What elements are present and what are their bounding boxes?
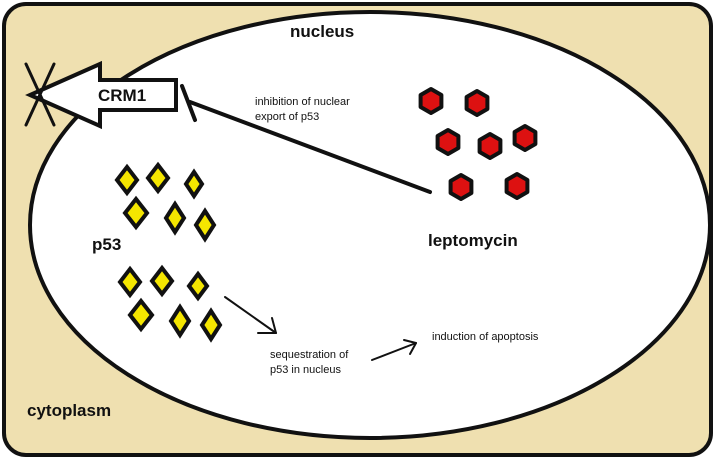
sequestration-label-line1: sequestration of (270, 349, 349, 361)
p53-molecule (183, 168, 205, 200)
p53-label: p53 (92, 235, 121, 254)
p53-molecule (114, 163, 140, 197)
crm1-arrow (25, 60, 178, 130)
p53-molecules (114, 161, 223, 343)
p53-molecule (117, 265, 143, 299)
leptomycin-molecules (418, 87, 538, 201)
p53-molecule (127, 297, 155, 333)
inhibition-label-line2: export of p53 (255, 111, 319, 123)
apoptosis-arrow (371, 339, 417, 361)
nucleus-label: nucleus (290, 22, 354, 41)
apoptosis-label: induction of apoptosis (432, 331, 539, 343)
block-x-icon (24, 62, 56, 127)
p53-molecule (149, 264, 175, 298)
leptomycin-label: leptomycin (428, 231, 518, 250)
p53-molecule (199, 307, 223, 343)
sequestration-arrow (224, 296, 277, 334)
sequestration-label-line2: p53 in nucleus (270, 364, 341, 376)
leptomycin-molecule (464, 89, 490, 117)
p53-molecule (186, 270, 210, 302)
p53-molecule (193, 207, 217, 243)
leptomycin-molecule (435, 128, 461, 156)
leptomycin-molecule (477, 132, 503, 160)
leptomycin-molecule (448, 173, 474, 201)
p53-molecule (163, 200, 187, 236)
leptomycin-molecule (504, 172, 530, 200)
inhibition-line (188, 100, 432, 194)
inhibition-label-line1: inhibition of nuclear (255, 96, 350, 108)
cytoplasm-label: cytoplasm (27, 401, 111, 420)
p53-molecule (168, 303, 192, 339)
nucleus-region (28, 10, 712, 440)
inhibition-bar (180, 84, 197, 122)
leptomycin-molecule (418, 87, 444, 115)
leptomycin-molecule (512, 124, 538, 152)
crm1-label: CRM1 (98, 86, 146, 105)
p53-molecule (145, 161, 171, 195)
p53-molecule (122, 195, 150, 231)
